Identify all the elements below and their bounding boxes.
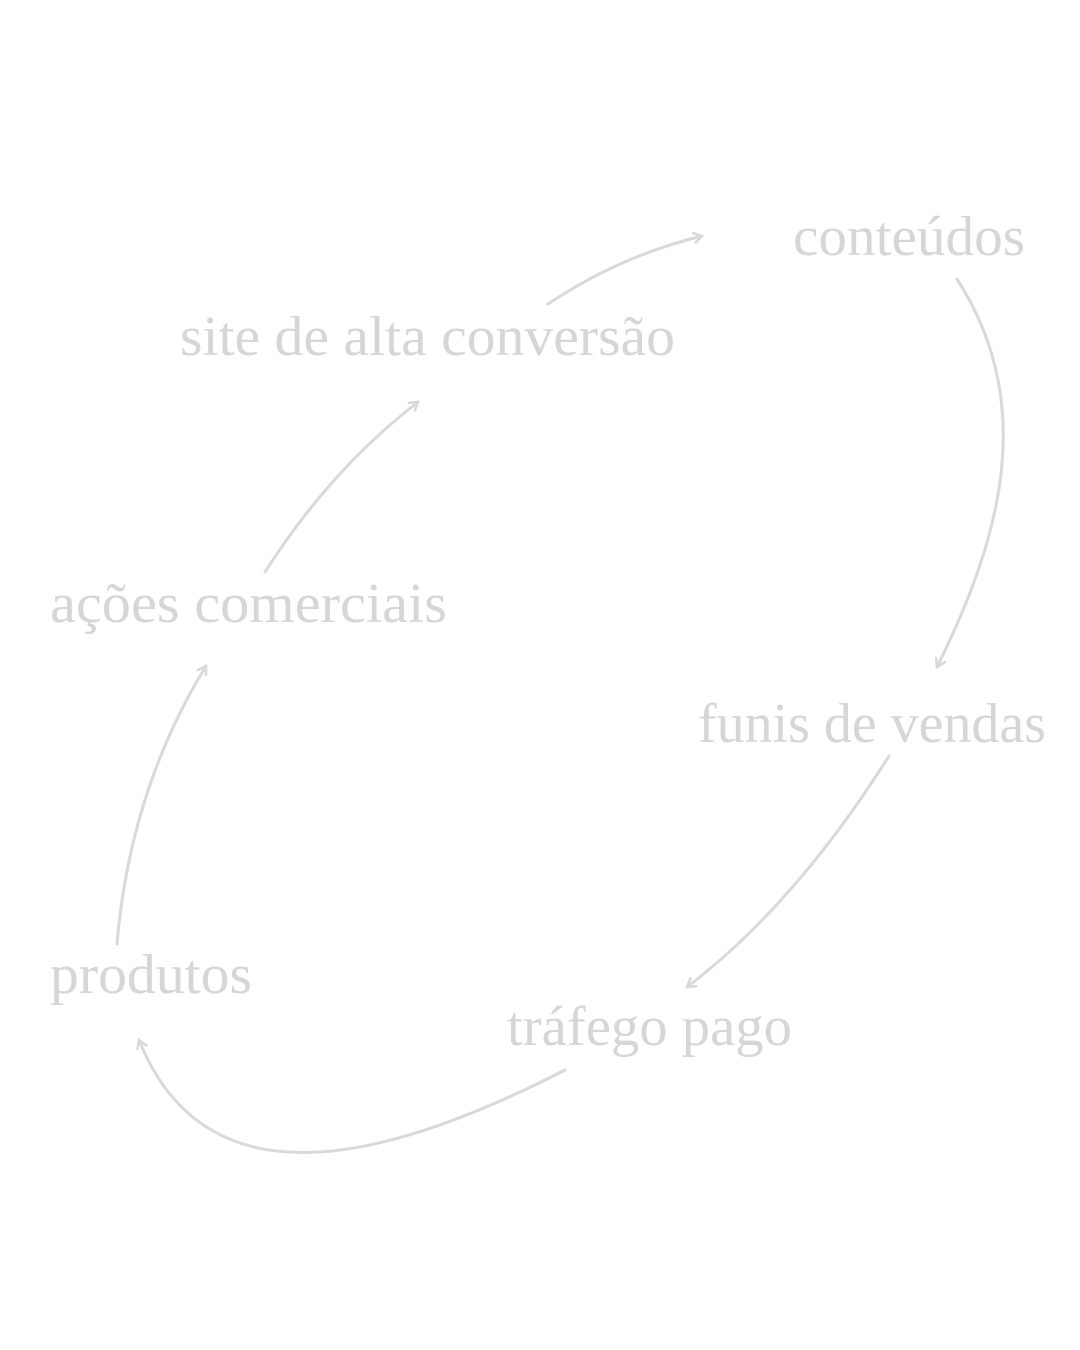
node-acoes-comerciais: ações comerciais	[50, 573, 447, 635]
node-produtos: produtos	[50, 944, 252, 1006]
arrow-produtos-to-acoes	[115, 666, 208, 946]
node-conteudos: conteúdos	[793, 206, 1025, 268]
arrow-trafego-to-produtos	[139, 1040, 567, 1154]
arrow-site-to-conteudos	[546, 236, 702, 306]
arrow-funis-to-trafego	[687, 754, 891, 989]
arrow-acoes-to-site	[263, 400, 418, 574]
node-site-de-alta-conversao: site de alta conversão	[180, 306, 675, 368]
node-funis-de-vendas: funis de vendas	[698, 693, 1046, 755]
arrow-conteudos-to-funis	[937, 277, 1005, 667]
node-trafego-pago: tráfego pago	[507, 996, 792, 1058]
